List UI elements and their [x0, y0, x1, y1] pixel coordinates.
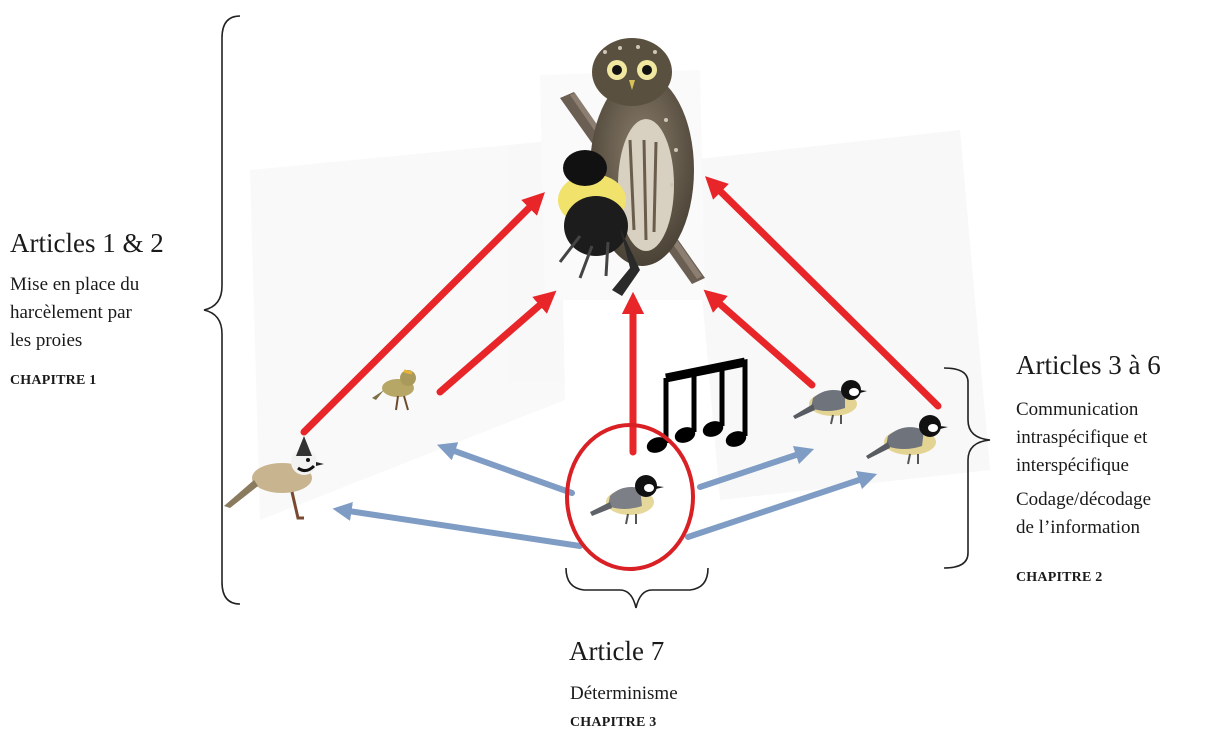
arrow-focal-to-coal-tit-2: [685, 470, 878, 540]
left-block-title: Articles 1 & 2: [10, 228, 164, 258]
crested-tit-icon: [224, 436, 324, 520]
left-block-description: Mise en place du harcèlement par les pro…: [10, 271, 139, 355]
right-block-description: Communication intraspécifique et intersp…: [1016, 396, 1151, 542]
right-block-line: de l’information: [1016, 517, 1140, 538]
arrow-focal-to-coal-tit-1: [697, 445, 815, 490]
left-block-chapter: CHAPITRE 1: [10, 373, 97, 388]
goldcrest-icon: [372, 369, 416, 411]
bottom-block-chapter: CHAPITRE 3: [570, 715, 657, 730]
arrow-focal-to-crested-tit: [332, 501, 583, 549]
right-block-line: interspécifique: [1016, 455, 1129, 476]
right-block-chapter: CHAPITRE 2: [1016, 570, 1103, 585]
left-block-line: Mise en place du: [10, 274, 140, 295]
left-block-line: harcèlement par: [10, 302, 132, 323]
arrow-crested-tit-to-owl: [300, 192, 545, 436]
coal-tit-icon: [590, 475, 664, 525]
right-block-line: Communication: [1016, 399, 1139, 420]
bottom-block-title: Article 7: [569, 636, 665, 666]
communication-arrows: [332, 442, 878, 549]
arrow-coal-tit-2-to-owl: [705, 176, 942, 410]
bottom-bracket: [565, 567, 709, 609]
arrow-coal-tit-1-to-owl: [703, 289, 816, 389]
right-block-line: Codage/décodage: [1016, 489, 1152, 510]
coal-tit-icon: [793, 380, 867, 425]
arrow-goldcrest-to-owl: [436, 290, 557, 396]
arrow-focal-to-goldcrest: [436, 442, 575, 496]
predation-arrows: [300, 176, 942, 456]
bottom-block-description: Déterminisme: [570, 683, 678, 704]
focus-circle: [565, 423, 695, 571]
left-block-line: les proies: [10, 330, 83, 351]
right-bracket: [943, 367, 991, 569]
right-block-title: Articles 3 à 6: [1016, 350, 1161, 380]
music-notes-icon: [646, 357, 748, 453]
coal-tit-icon: [866, 415, 948, 465]
pygmy-owl-icon: [558, 38, 705, 296]
left-bracket: [203, 15, 241, 605]
right-block-line: intraspécifique et: [1016, 427, 1148, 448]
focal-coal-tit: [565, 423, 695, 571]
